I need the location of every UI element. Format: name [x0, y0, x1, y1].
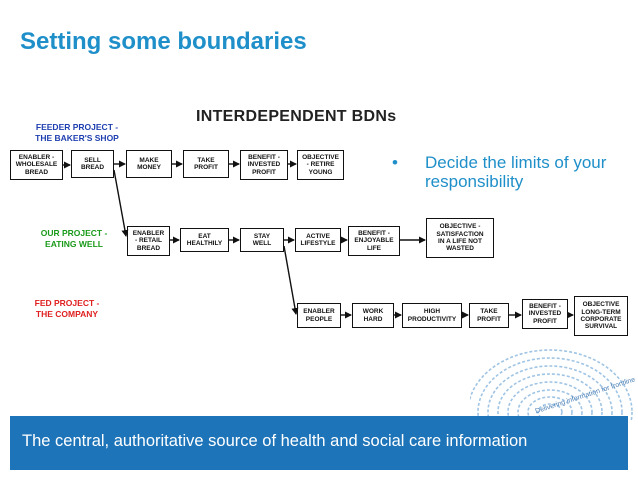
arrow-feeder-to-ours	[113, 169, 129, 237]
bullet-point: • Decide the limits of your responsibili…	[392, 153, 622, 191]
feeder-box-sell-bread: SELL BREAD	[71, 150, 114, 178]
our-project-label: OUR PROJECT - EATING WELL	[40, 228, 108, 249]
feeder-box-enabler: ENABLER - WHOLESALE BREAD	[10, 150, 63, 180]
feeder-box-make-money: MAKE MONEY	[126, 150, 172, 178]
fed-project-label: FED PROJECT - THE COMPANY	[34, 298, 100, 319]
our-box-active-lifestyle: ACTIVE LIFESTYLE	[295, 228, 341, 252]
footer-bar: The central, authoritative source of hea…	[10, 416, 628, 470]
fed-box-benefit: BENEFIT - INVESTED PROFIT	[522, 299, 568, 329]
fed-box-objective: OBJECTIVE LONG-TERM CORPORATE SURVIVAL	[574, 296, 628, 336]
feeder-project-label: FEEDER PROJECT - THE BAKER'S SHOP	[35, 122, 119, 143]
fed-box-take-profit: TAKE PROFIT	[469, 303, 509, 328]
bullet-text: Decide the limits of your responsibility	[425, 153, 607, 191]
our-box-enabler: ENABLER - RETAIL BREAD	[127, 226, 170, 256]
footer-text: The central, authoritative source of hea…	[22, 432, 528, 450]
slide-title: Setting some boundaries	[20, 28, 307, 55]
our-box-stay-well: STAY WELL	[240, 228, 284, 252]
our-box-objective: OBJECTIVE - SATISFACTION IN A LIFE NOT W…	[426, 218, 494, 258]
fingerprint-logo-icon: Delivering information for frontline ser…	[470, 349, 636, 420]
fed-box-work-hard: WORK HARD	[352, 303, 394, 328]
bullet-symbol: •	[392, 153, 398, 172]
feeder-box-objective: OBJECTIVE - RETIRE YOUNG	[297, 150, 344, 180]
feeder-box-benefit: BENEFIT - INVESTED PROFIT	[240, 150, 288, 180]
fed-box-enabler: ENABLER PEOPLE	[297, 303, 341, 328]
feeder-box-take-profit: TAKE PROFIT	[183, 150, 229, 178]
our-box-eat-healthily: EAT HEALTHILY	[180, 228, 229, 252]
diagram-title: INTERDEPENDENT BDNs	[196, 108, 397, 125]
our-box-benefit: BENEFIT - ENJOYABLE LIFE	[348, 226, 400, 256]
fed-box-high-productivity: HIGH PRODUCTIVITY	[402, 303, 462, 328]
arrow-ours-to-fed	[283, 245, 299, 315]
